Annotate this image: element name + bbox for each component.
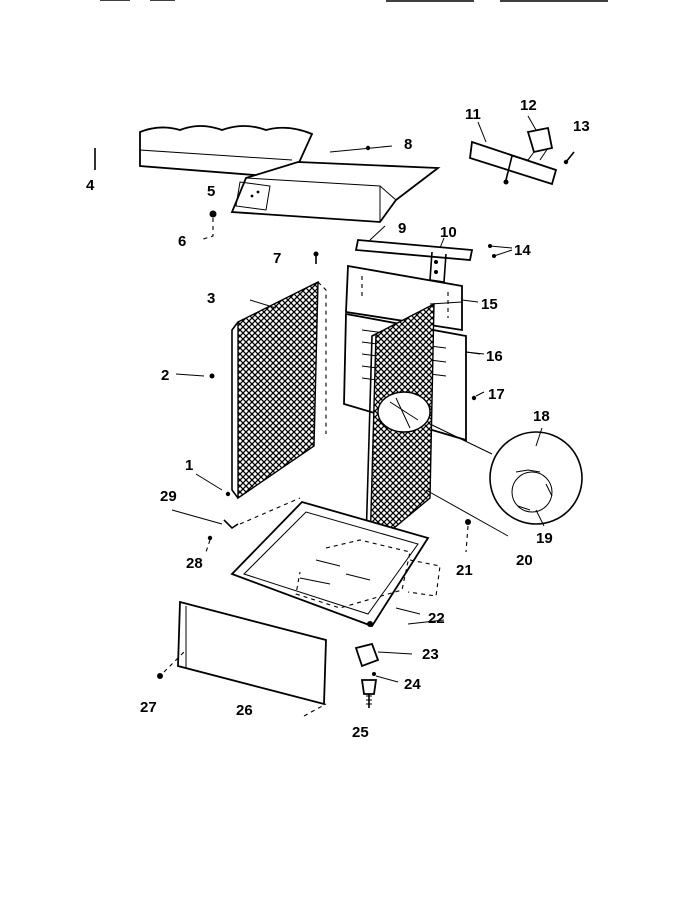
leader-22: [407, 619, 445, 625]
part-13-screw: [563, 151, 575, 165]
part-label-26: 26: [236, 702, 253, 719]
part-label-13: 13: [573, 118, 590, 135]
part-22-base: [230, 500, 441, 628]
part-label-19: 19: [536, 530, 553, 547]
part-label-21: 21: [456, 562, 473, 579]
part-label-17: 17: [488, 386, 505, 403]
part-label-28: 28: [186, 555, 203, 572]
header-marks: [100, 0, 608, 2]
part-label-1: 1: [185, 457, 193, 474]
part-29-bracket: [171, 497, 301, 530]
part-label-2: 2: [161, 367, 169, 384]
part-label-20: 20: [516, 552, 533, 569]
leader-9: [369, 225, 386, 241]
part-label-16: 16: [486, 348, 503, 365]
part-17-screw: [471, 391, 485, 401]
leader-15: [429, 301, 463, 305]
part-label-24: 24: [404, 676, 421, 693]
part-7-screw: [313, 251, 319, 264]
part-25-leveling-leg: [360, 679, 378, 708]
part-label-15: 15: [481, 296, 498, 313]
part-label-29: 29: [160, 488, 177, 505]
part-21-screw: [465, 519, 471, 553]
part-label-5: 5: [207, 183, 215, 200]
part-label-11: 11: [465, 106, 481, 123]
part-label-10: 10: [440, 224, 457, 241]
part-top-cover: [230, 161, 441, 223]
leader-10: [439, 237, 445, 249]
part-28-screw: [205, 535, 213, 553]
part-label-23: 23: [422, 646, 439, 663]
part-11-12-switch-bracket: [469, 115, 558, 186]
part-label-3: 3: [207, 290, 215, 307]
part-label-8: 8: [404, 136, 412, 153]
part-label-18: 18: [533, 408, 550, 425]
part-label-27: 27: [140, 699, 157, 716]
part-label-25: 25: [352, 724, 369, 741]
part-label-6: 6: [178, 233, 186, 250]
part-26-kick-panel: [177, 600, 327, 717]
part-3-side-panel: [231, 280, 327, 500]
part-label-7: 7: [273, 250, 281, 267]
part-label-12: 12: [520, 97, 537, 114]
part-23-foot-bracket: [354, 642, 413, 668]
leader-8: [329, 145, 393, 153]
part-6-screw: [199, 210, 217, 241]
part-1-screw: [195, 473, 231, 497]
part-label-22: 22: [428, 610, 445, 627]
part-top-grille: [139, 125, 314, 179]
part-label-9: 9: [398, 220, 406, 237]
part-label-14: 14: [514, 242, 531, 259]
part-2-screw: [175, 373, 215, 379]
leader-16: [465, 351, 485, 355]
part-5-bracket: [235, 181, 271, 211]
part-20-front-panel: [365, 302, 509, 550]
part-27-screw: [157, 651, 185, 679]
part-24-nut: [372, 672, 399, 683]
part-14-screws: [488, 244, 513, 258]
part-label-4: 4: [86, 177, 95, 194]
part-18-fan-housing: [429, 423, 583, 527]
